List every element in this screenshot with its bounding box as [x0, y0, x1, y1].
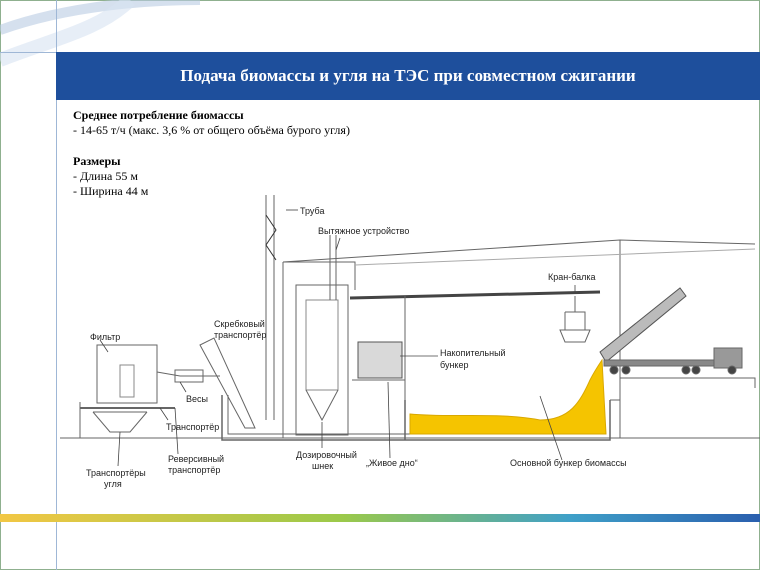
coal-leader [117, 431, 121, 467]
truck-wheel [621, 365, 631, 375]
duct-to-scales [156, 371, 220, 377]
filter-leader [99, 339, 109, 353]
left-guide-line [56, 0, 57, 570]
scraper-conveyor [199, 337, 256, 429]
label-pipe: Труба [300, 206, 324, 216]
exhaust-duct [329, 235, 337, 300]
storage-hall [282, 239, 756, 438]
chimney [265, 195, 275, 420]
page-title: Подача биомассы и угля на ТЭС при совмес… [180, 66, 636, 85]
label-dosing-1: Дозировочный [296, 450, 357, 460]
top-guide-line [0, 52, 56, 53]
label-storage-2: бункер [440, 360, 468, 370]
hall-roof-line [354, 248, 756, 266]
tower-inner [305, 299, 339, 391]
reverse-leader [174, 407, 179, 455]
filter-inner [119, 364, 135, 398]
dimensions-heading: Размеры [73, 154, 121, 168]
label-crane: Кран-балка [548, 272, 596, 282]
label-live-bottom: „Живое дно“ [366, 458, 418, 468]
truck-wheel [681, 365, 691, 375]
scales-leader [179, 381, 187, 393]
tower-frame [295, 284, 349, 436]
label-reverse-2: транспортёр [168, 465, 220, 475]
dimension-width: - Ширина 44 м [73, 184, 149, 198]
storage-bunker [357, 341, 403, 379]
ramp [610, 377, 756, 401]
crane-grab [559, 296, 591, 343]
truck-cab [713, 347, 743, 369]
live-bottom-leader [387, 381, 391, 459]
scales [174, 369, 204, 383]
label-scales: Весы [186, 394, 208, 404]
truck-chassis [603, 359, 715, 367]
filter-box [96, 344, 158, 404]
title-banner: Подача биомассы и угля на ТЭС при совмес… [56, 52, 760, 100]
label-main-bunker: Основной бункер биомассы [510, 458, 627, 468]
label-dosing-2: шнек [312, 461, 333, 471]
label-conveyor: Транспортёр [166, 422, 219, 432]
label-coal-1: Транспортёры [86, 468, 146, 478]
crane-rail [349, 290, 601, 300]
label-storage-1: Накопительный [440, 348, 506, 358]
consumption-value: - 14-65 т/ч (макс. 3,6 % от общего объём… [73, 123, 350, 137]
tower-hopper [305, 389, 339, 422]
dimension-length: - Длина 55 м [73, 169, 138, 183]
conveyor-leader [159, 407, 169, 421]
main-bunker-leader [539, 395, 563, 461]
info-block: Среднее потребление биомассы - 14-65 т/ч… [73, 108, 350, 199]
label-coal-2: угля [104, 479, 122, 489]
coal-hopper [92, 411, 148, 433]
label-scraper-1: Скребковый [214, 319, 265, 329]
label-reverse-1: Реверсивный [168, 454, 224, 464]
bunker-pit [221, 395, 611, 441]
footer-gradient-bar [0, 514, 760, 522]
truck-wheel [609, 365, 619, 375]
biomass-pile [409, 358, 607, 435]
truck-wheel [727, 365, 737, 375]
label-exhaust: Вытяжное устройство [318, 226, 409, 236]
label-scraper-2: транспортёр [214, 330, 266, 340]
consumption-heading: Среднее потребление биомассы [73, 108, 244, 122]
chimney-zigzag [265, 214, 277, 261]
truck-wheel [691, 365, 701, 375]
truck-tipper [599, 287, 687, 363]
exhaust-leader [335, 237, 341, 251]
label-filter: Фильтр [90, 332, 120, 342]
